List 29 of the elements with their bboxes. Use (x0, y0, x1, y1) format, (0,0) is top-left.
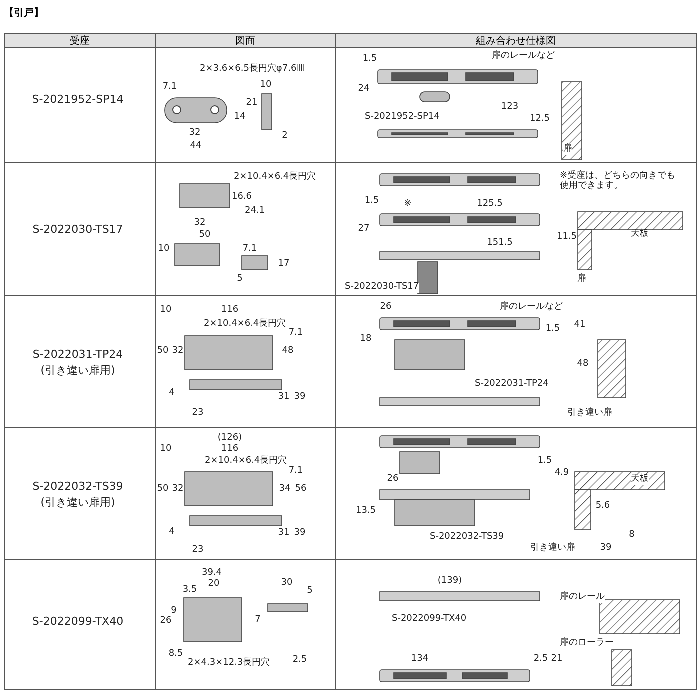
part-number: S-2022099-TX40 (32, 616, 124, 628)
callout-text: 扉のレール (560, 593, 605, 603)
column-header: 受座 (4, 33, 156, 48)
part-number: S-2022032-TS39 (32, 480, 124, 494)
table-title: 【引戸】 (4, 6, 44, 20)
part-number: (引き違い扉用) (40, 364, 116, 378)
part-number: (引き違い扉用) (40, 496, 116, 510)
column-header: 図面 (155, 33, 336, 48)
callout-text: 2×10.4×6.4長円穴 (205, 457, 288, 467)
callout-text: 天板 (631, 230, 649, 240)
callout-text: 扉 (578, 275, 586, 285)
dimension-label: (139) (438, 577, 462, 587)
callout-text: 天板 (631, 475, 649, 485)
part-number: S-2022030-TS17 (32, 224, 124, 236)
callout-text: 引き違い扉 (530, 544, 576, 554)
callout-text: 2×4.3×12.3長円穴 (188, 659, 270, 669)
part-number: S-2021952-SP14 (32, 94, 124, 106)
callout-text: 2×10.4×6.4長円穴 (234, 173, 316, 183)
callout-text: 扉のレールなど (500, 303, 563, 313)
callout-text: 引き違い扉 (568, 409, 612, 419)
column-header: 組み合わせ仕様図 (335, 33, 697, 48)
callout-text: 2×3.6×6.5長円穴φ7.6皿 (200, 65, 306, 75)
callout-text: 扉のレールなど (492, 52, 555, 62)
callout-text: 扉 (564, 145, 572, 155)
part-number: S-2022030-TS17 (345, 283, 420, 293)
part-number: S-2022031-TP24 (32, 348, 124, 362)
callout-text: 2×10.4×6.4長円穴 (204, 320, 286, 330)
dimension-label: (126) (218, 434, 242, 444)
callout-text: 扉のローラー (560, 639, 614, 649)
